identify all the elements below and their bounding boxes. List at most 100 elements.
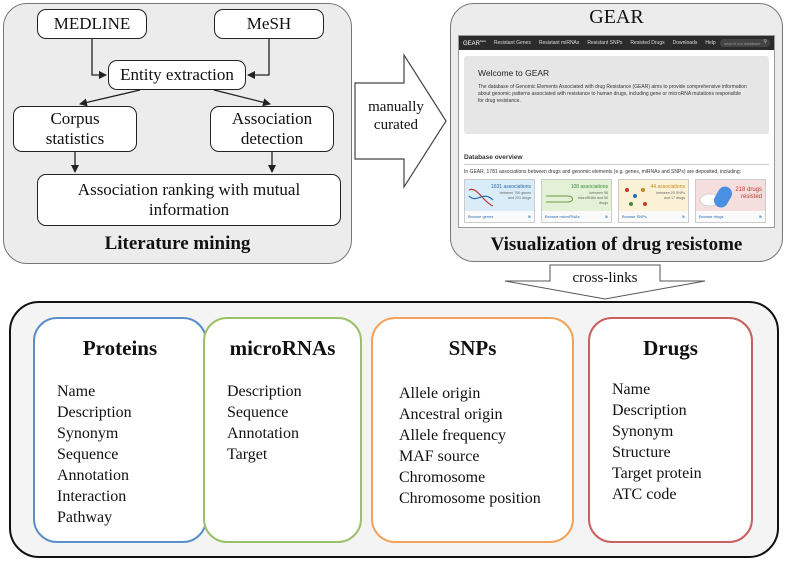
nav-resistant-mirnas[interactable]: Resistant miRNAs <box>538 40 580 46</box>
welcome-title: Welcome to GEAR <box>478 68 550 78</box>
snps-field: Allele origin <box>399 385 481 402</box>
nav-downloads[interactable]: Downloads <box>672 40 698 46</box>
corpus-statistics-line-1: Corpus <box>50 109 100 128</box>
micrornas-field: Sequence <box>227 404 289 421</box>
genes-card: 1631 associations between 700 genes and … <box>464 179 535 223</box>
drugs-field: Description <box>612 402 687 419</box>
proteins-title: Proteins <box>82 336 158 360</box>
association-detection-line-2: detection <box>240 129 304 148</box>
gear-navbar: GEARbeta Resistant Genes Resistant miRNA… <box>459 36 774 50</box>
nav-resisted-drugs[interactable]: Resisted Drugs <box>630 40 665 46</box>
dna-icon <box>468 188 494 207</box>
gear-brand-sup: beta <box>480 39 486 43</box>
drugs-card: 218 drugs resisted Browse drugs ⊕ <box>695 179 766 223</box>
snps-info-icon[interactable]: ⊕ <box>681 214 685 219</box>
drugs-field: Name <box>612 381 651 398</box>
snps-field-list: Allele origin Ancestral origin Allele fr… <box>399 383 541 509</box>
snps-db-card: SNPs Allele origin Ancestral origin Alle… <box>371 317 574 543</box>
genes-card-desc: between 700 genes and 201 drugs <box>499 191 531 200</box>
proteins-field: Description <box>57 404 132 421</box>
snps-card-count: 44 associations <box>650 184 685 190</box>
micrornas-field: Annotation <box>227 425 299 442</box>
micrornas-card: microRNAs Description Sequence Annotatio… <box>203 317 362 543</box>
drugs-field: Target protein <box>612 465 702 482</box>
gear-brand-text: GEAR <box>463 41 481 47</box>
proteins-card: Proteins Name Description Synonym Sequen… <box>33 317 207 543</box>
corpus-statistics-line-2: statistics <box>45 129 105 148</box>
genes-card-count: 1631 associations <box>490 184 531 190</box>
proteins-field: Pathway <box>57 509 113 526</box>
snps-field: Chromosome <box>399 469 486 486</box>
drugs-info-icon[interactable]: ⊕ <box>758 214 762 219</box>
overview-heading: Database overview <box>464 154 523 161</box>
association-ranking-line-2: information <box>148 200 230 219</box>
snps-card-desc: between 20 SNPs and 17 drugs <box>656 191 685 200</box>
pill-icon <box>699 186 732 208</box>
nav-resistant-snps[interactable]: Resistant SNPs <box>587 40 623 46</box>
genes-info-icon[interactable]: ⊕ <box>527 214 531 219</box>
snps-title: SNPs <box>448 336 497 360</box>
gear-search-input[interactable]: search our database ⚲ <box>720 39 770 47</box>
snps-card: 44 associations between 20 SNPs and 17 d… <box>618 179 689 223</box>
entity-extraction-box: Entity extraction <box>108 60 246 90</box>
mirnas-card-thumbnail <box>542 180 611 211</box>
mirnas-card: 108 associations between 58 microRNAs an… <box>541 179 612 223</box>
drugs-card-thumbnail <box>696 180 765 211</box>
drugs-db-card: Drugs Name Description Synonym Structure… <box>588 317 753 543</box>
browse-mirnas-link[interactable]: Browse microRNAs <box>545 214 580 219</box>
literature-mining-caption: Literature mining <box>104 233 251 254</box>
entity-extraction-label: Entity extraction <box>120 65 234 84</box>
association-detection-box: Association detection <box>210 106 334 152</box>
gear-brand[interactable]: GEARbeta <box>463 39 486 47</box>
mirnas-card-count: 108 associations <box>570 184 608 190</box>
drugs-card-count: 218 drugs resisted <box>735 187 762 200</box>
association-detection-line-1: Association <box>231 109 313 128</box>
gear-title: GEAR <box>589 6 644 28</box>
manually-curated-line-2: curated <box>373 117 419 133</box>
proteins-field: Synonym <box>57 425 119 442</box>
snps-field: Chromosome position <box>399 490 541 507</box>
mesh-box: MeSH <box>214 9 324 39</box>
micrornas-field: Target <box>227 446 268 463</box>
medline-label: MEDLINE <box>53 14 131 33</box>
nav-help[interactable]: Help <box>705 40 716 46</box>
snp-icon <box>625 188 647 206</box>
snps-card-thumbnail <box>619 180 688 211</box>
corpus-statistics-box: Corpus statistics <box>13 106 137 152</box>
hairpin-icon <box>546 195 573 203</box>
manually-curated-label: manually curated <box>356 98 436 134</box>
proteins-field-list: Name Description Synonym Sequence Annota… <box>57 381 132 528</box>
manually-curated-line-1: manually <box>368 99 424 115</box>
association-ranking-line-1: Association ranking with mutual <box>77 180 301 199</box>
nav-resistant-genes[interactable]: Resistant Genes <box>493 40 531 46</box>
proteins-field: Interaction <box>57 488 127 505</box>
micrornas-field-list: Description Sequence Annotation Target <box>227 381 302 465</box>
drugs-field: ATC code <box>612 486 677 503</box>
proteins-field: Name <box>57 383 96 400</box>
mirnas-info-icon[interactable]: ⊕ <box>604 214 608 219</box>
micrornas-field: Description <box>227 383 302 400</box>
drugs-field-list: Name Description Synonym Structure Targe… <box>612 379 702 505</box>
gear-search-placeholder: search our database <box>724 40 761 46</box>
proteins-field: Sequence <box>57 446 119 463</box>
welcome-description: The database of Genomic Elements Associa… <box>478 84 747 104</box>
gear-website-screenshot: GEARbeta Resistant Genes Resistant miRNA… <box>458 35 775 228</box>
cross-links-label: cross-links <box>572 270 638 286</box>
snps-field: Ancestral origin <box>399 406 503 423</box>
overview-divider <box>464 164 769 165</box>
micrornas-title: microRNAs <box>229 336 336 360</box>
drugs-title: Drugs <box>643 336 698 360</box>
overview-description: In GEAR, 1781 associations between drugs… <box>464 169 742 175</box>
mesh-label: MeSH <box>246 14 292 33</box>
medline-box: MEDLINE <box>37 9 147 39</box>
search-icon: ⚲ <box>763 39 767 45</box>
gear-caption: Visualization of drug resistome <box>490 234 743 255</box>
genes-card-thumbnail <box>465 180 534 211</box>
snps-field: Allele frequency <box>399 427 507 444</box>
proteins-field: Annotation <box>57 467 129 484</box>
welcome-jumbotron: Welcome to GEAR The database of Genomic … <box>464 56 769 134</box>
mirnas-card-desc: between 58 microRNAs and 50 drugs <box>577 191 608 205</box>
browse-genes-link[interactable]: Browse genes <box>468 214 494 219</box>
browse-snps-link[interactable]: Browse SNPs <box>622 214 647 219</box>
browse-drugs-link[interactable]: Browse drugs <box>699 214 724 219</box>
